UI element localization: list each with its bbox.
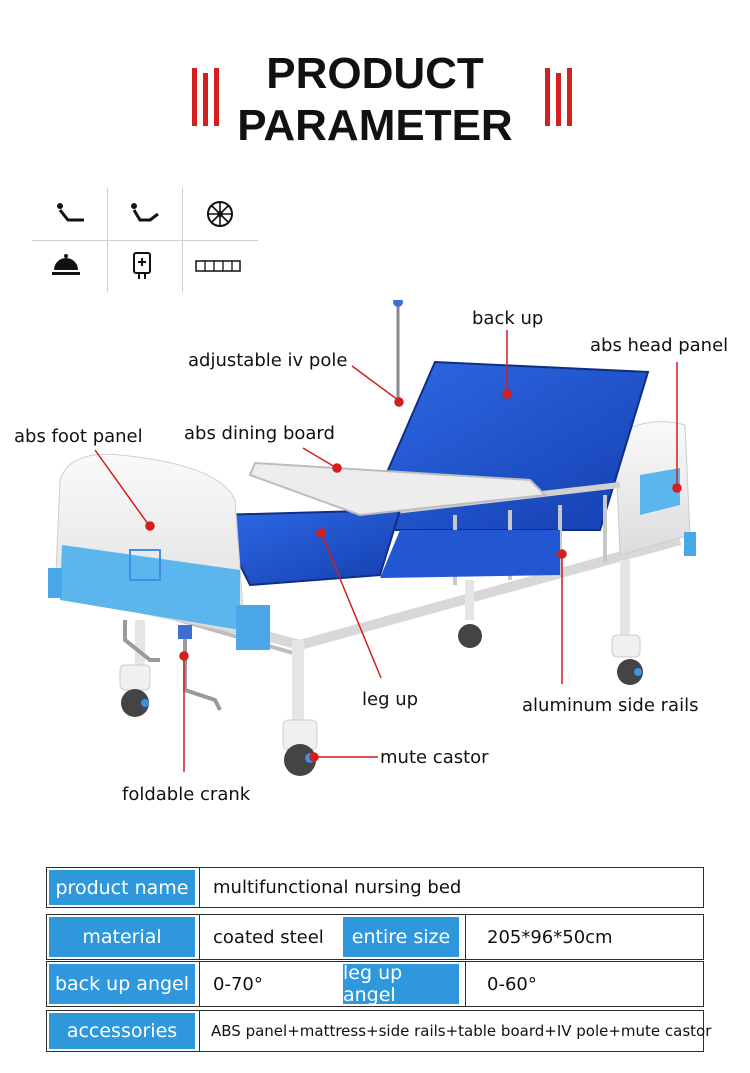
feature-icon-grid bbox=[32, 188, 258, 292]
callout-back-up: back up bbox=[472, 308, 544, 329]
spec-row-product-name: product name multifunctional nursing bed bbox=[46, 867, 704, 908]
callout-abs-head-panel: abs head panel bbox=[590, 335, 729, 356]
spec-row-accessories: accessories ABS panel+mattress+side rail… bbox=[46, 1010, 711, 1052]
spec-label-leg-up-angel: leg up angel bbox=[343, 962, 459, 1006]
spec-value-back-up-angel: 0-70° bbox=[213, 973, 263, 995]
castor-wheel-icon bbox=[190, 194, 250, 234]
callout-adjustable-iv-pole: adjustable iv pole bbox=[188, 350, 348, 371]
side-rail-icon bbox=[188, 246, 248, 286]
spec-value-leg-up-angel: 0-60° bbox=[487, 973, 537, 995]
spec-row-material: material coated steel entire size 205*96… bbox=[46, 914, 704, 960]
callout-leg-up: leg up bbox=[362, 689, 419, 710]
callout-mute-castor: mute castor bbox=[380, 747, 489, 768]
spec-label-back-up-angel: back up angel bbox=[49, 964, 195, 1004]
callout-aluminum-side-rails: aluminum side rails bbox=[522, 695, 699, 716]
callout-abs-foot-panel: abs foot panel bbox=[14, 426, 143, 447]
spec-label-material: material bbox=[49, 917, 195, 957]
callout-foldable-crank: foldable crank bbox=[122, 784, 251, 805]
callout-abs-dining-board: abs dining board bbox=[184, 423, 335, 444]
spec-label-product-name: product name bbox=[49, 870, 195, 905]
page-title: PRODUCT PARAMETER bbox=[0, 48, 750, 152]
spec-value-product-name: multifunctional nursing bed bbox=[213, 877, 462, 898]
nursing-bed-illustration bbox=[48, 300, 696, 776]
title-line-1: PRODUCT bbox=[266, 49, 484, 98]
spec-value-accessories: ABS panel+mattress+side rails+table boar… bbox=[211, 1022, 712, 1040]
back-up-icon bbox=[40, 194, 100, 234]
castor-front bbox=[282, 719, 318, 776]
spec-row-angles: back up angel 0-70° leg up angel 0-60° bbox=[46, 961, 704, 1007]
dining-board-icon bbox=[36, 246, 96, 286]
title-line-2: PARAMETER bbox=[237, 101, 513, 150]
leg-up-icon bbox=[114, 194, 174, 234]
spec-label-accessories: accessories bbox=[49, 1013, 195, 1049]
spec-label-entire-size: entire size bbox=[343, 917, 459, 957]
spec-value-material: coated steel bbox=[213, 926, 324, 948]
spec-value-entire-size: 205*96*50cm bbox=[487, 926, 613, 948]
iv-pole-icon bbox=[112, 246, 172, 286]
